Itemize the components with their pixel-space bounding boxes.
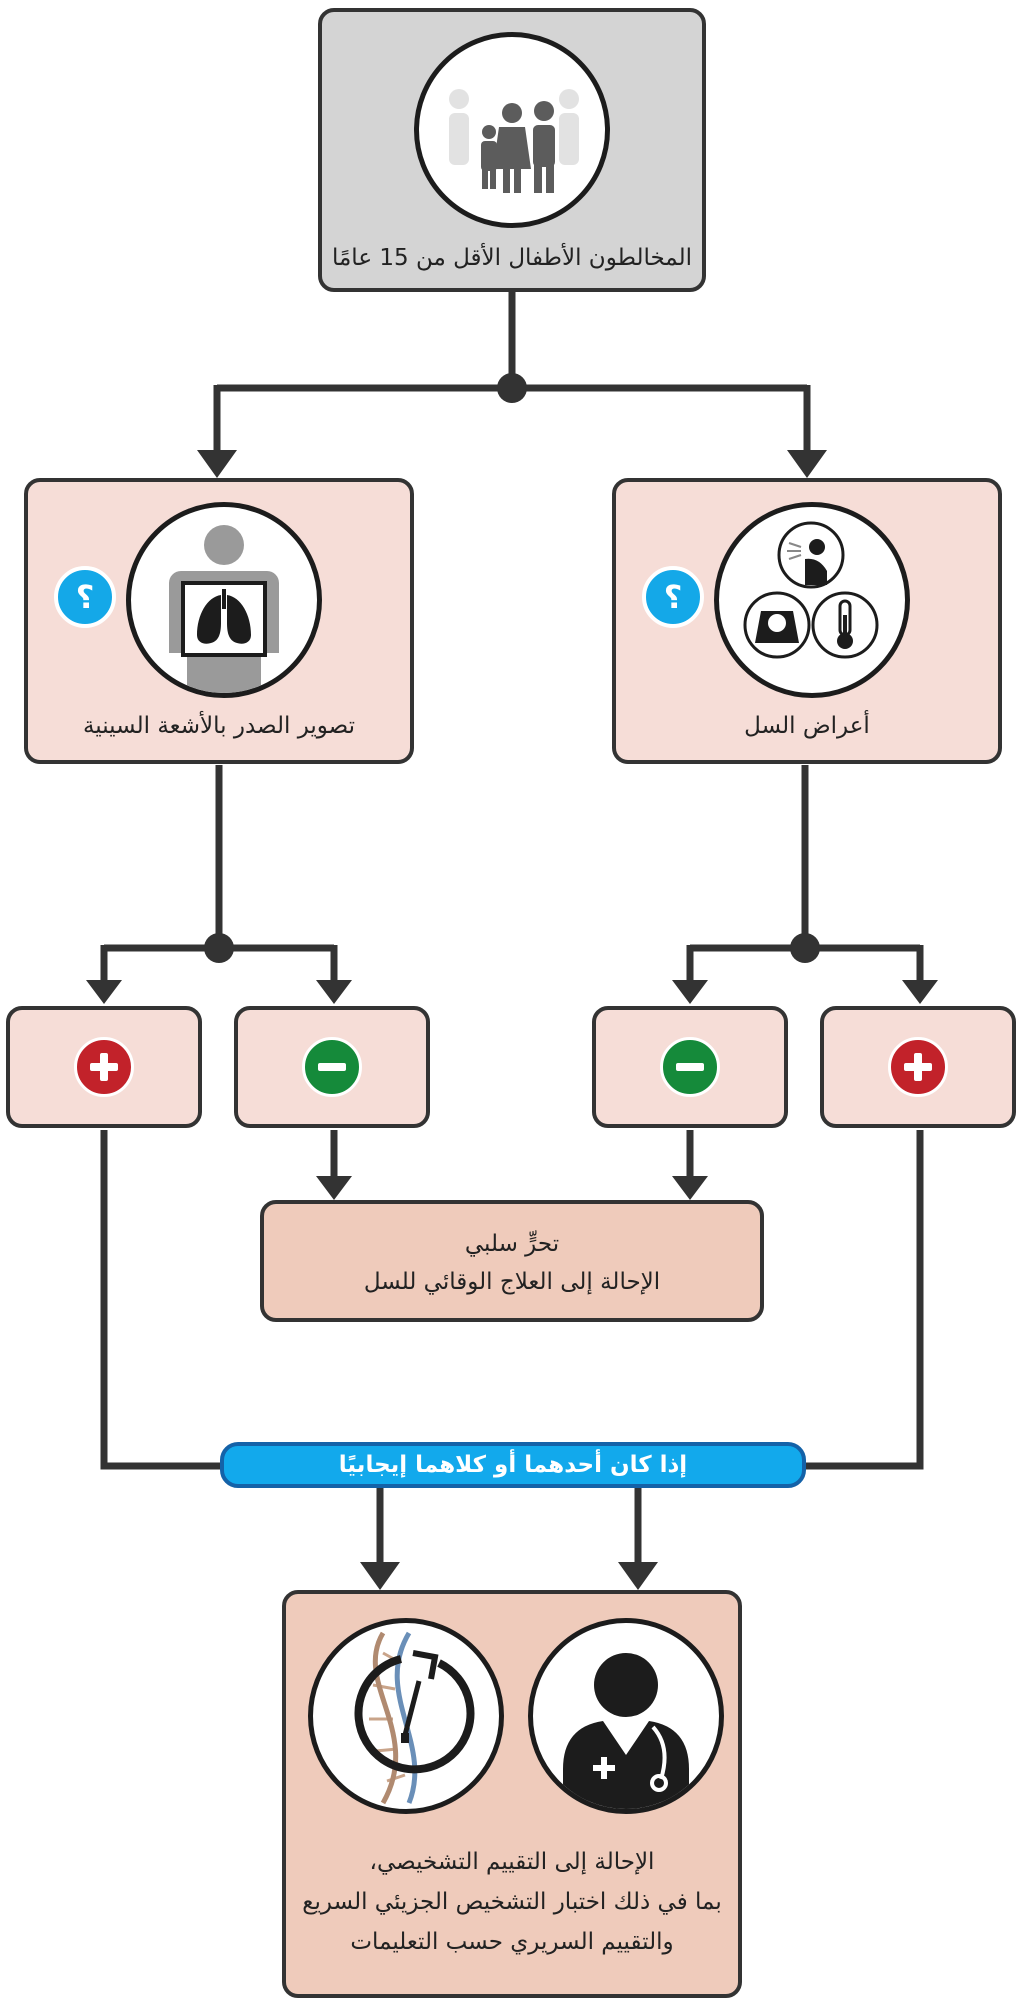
- family-icon: [414, 32, 610, 228]
- diagnostic-line-1: الإحالة إلى التقييم التشخيصي،: [369, 1849, 655, 1875]
- dna-test-icon: [308, 1618, 504, 1814]
- chest-xray-node: ؟ تصوير الصدر بالأشعة السينية: [24, 478, 414, 764]
- negative-screen-title: تحرٍّ سلبي: [464, 1231, 560, 1257]
- negative-screen-referral: الإحالة إلى العلاج الوقائي للسل: [363, 1269, 661, 1295]
- chest-xray-icon: [126, 502, 322, 698]
- xray-negative-node: [234, 1006, 430, 1128]
- negative-screen-node: تحرٍّ سلبي الإحالة إلى العلاج الوقائي لل…: [260, 1200, 764, 1322]
- condition-bar: إذا كان أحدهما أو كلاهما إيجابيًا: [220, 1442, 806, 1488]
- symptoms-positive-node: [820, 1006, 1016, 1128]
- minus-circle-icon: [302, 1037, 362, 1097]
- chest-xray-label: تصوير الصدر بالأشعة السينية: [82, 713, 356, 739]
- diagnostic-line-3: والتقييم السريري حسب التعليمات: [350, 1929, 674, 1955]
- plus-circle-icon: [888, 1037, 948, 1097]
- contacts-node: المخالطون الأطفال الأقل من 15 عامًا: [318, 8, 706, 292]
- tb-symptoms-node: ؟ أعراض السل: [612, 478, 1002, 764]
- diagnostic-evaluation-node: الإحالة إلى التقييم التشخيصي، بما في ذلك…: [282, 1590, 742, 1998]
- minus-circle-icon: [660, 1037, 720, 1097]
- diagnostic-line-2: بما في ذلك اختبار التشخيص الجزيئي السريع: [302, 1889, 722, 1915]
- question-badge-icon[interactable]: ؟: [54, 566, 116, 628]
- symptoms-negative-node: [592, 1006, 788, 1128]
- tb-symptoms-label: أعراض السل: [744, 713, 870, 739]
- contacts-label: المخالطون الأطفال الأقل من 15 عامًا: [331, 245, 692, 271]
- xray-positive-node: [6, 1006, 202, 1128]
- plus-circle-icon: [74, 1037, 134, 1097]
- symptoms-icon: [714, 502, 910, 698]
- question-badge-icon[interactable]: ؟: [642, 566, 704, 628]
- doctor-icon: [528, 1618, 724, 1814]
